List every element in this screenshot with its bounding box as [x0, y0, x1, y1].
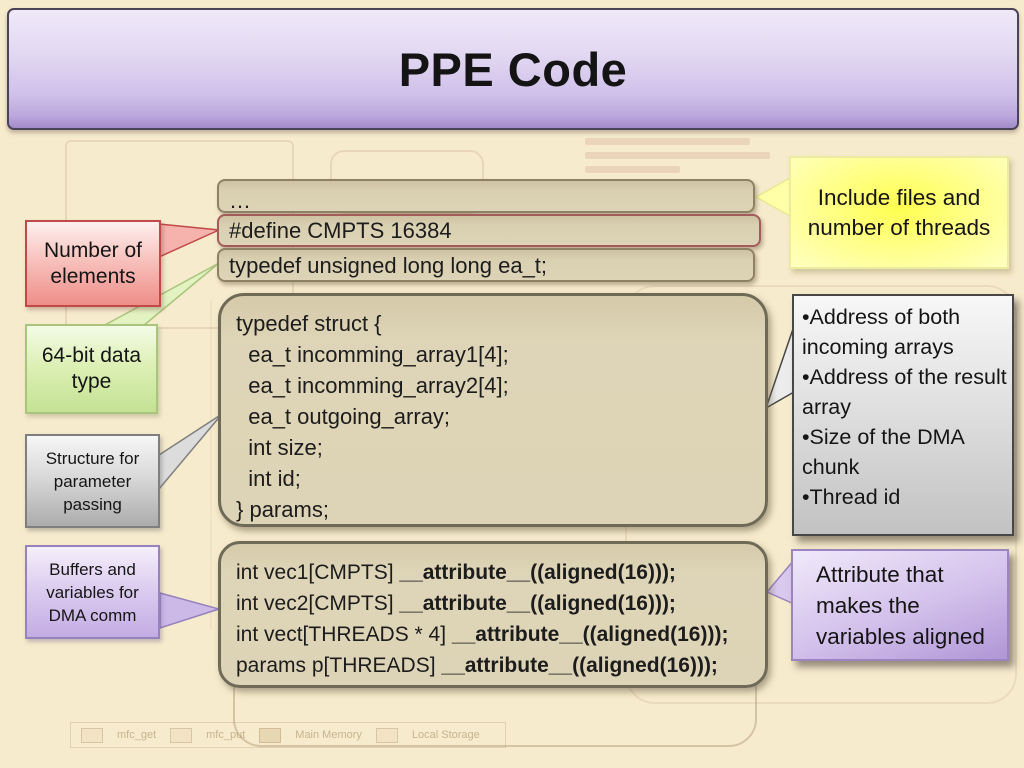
callout-bullet: •Thread id — [802, 485, 901, 509]
code-line: int vec1[CMPTS] __attribute__((aligned(1… — [236, 557, 759, 588]
title-banner: PPE Code — [7, 8, 1019, 130]
code-text: #define CMPTS 16384 — [229, 218, 452, 243]
callout-bullet: •Address of the result array — [802, 365, 1007, 419]
background-text-bar — [585, 152, 770, 159]
callout-attribute-aligned: Attribute that makes the variables align… — [791, 549, 1009, 661]
callout-number-of-elements: Number of elements — [25, 220, 161, 307]
code-line: ea_t incomming_array2[4]; — [236, 373, 509, 398]
tail-include-files — [754, 176, 791, 218]
code-text: params p[THREADS] — [236, 654, 442, 677]
code-line: int vect[THREADS * 4] __attribute__((ali… — [236, 619, 759, 650]
code-text: typedef unsigned long long ea_t; — [229, 252, 548, 278]
code-line: ea_t outgoing_array; — [236, 404, 451, 429]
code-line: ea_t incomming_array1[4]; — [236, 342, 509, 367]
legend-label: Local Storage — [411, 729, 480, 741]
code-line: } params; — [236, 497, 329, 522]
code-line: typedef struct { — [236, 311, 382, 336]
background-legend: mfc_get mfc_put Main Memory Local Storag… — [70, 722, 506, 748]
tail-structure-for-params — [158, 413, 223, 492]
code-line: int size; — [236, 435, 323, 460]
legend-chip — [81, 727, 103, 743]
callout-text: Number of elements — [43, 238, 143, 288]
callout-text: Buffers and variables for DMA comm — [46, 559, 139, 625]
legend-chip — [375, 727, 398, 743]
background-line — [210, 300, 212, 630]
background-text-bar — [585, 138, 750, 145]
code-text-bold: __attribute__((aligned(16))); — [399, 561, 676, 584]
callout-text: Structure for parameter passing — [45, 448, 140, 514]
code-box-attributes: int vec1[CMPTS] __attribute__((aligned(1… — [218, 541, 768, 688]
code-line: int vec2[CMPTS] __attribute__((aligned(1… — [236, 588, 759, 619]
legend-label: mfc_put — [206, 729, 246, 741]
code-text: int vect[THREADS * 4] — [236, 623, 452, 646]
code-box-define: #define CMPTS 16384 — [217, 214, 761, 247]
code-box-typedef: typedef unsigned long long ea_t; — [217, 248, 755, 282]
code-box-struct: typedef struct { ea_t incomming_array1[4… — [218, 293, 768, 527]
code-text-bold: __attribute__((aligned(16))); — [399, 592, 676, 615]
code-text: int vec1[CMPTS] — [236, 561, 400, 584]
background-text-bar — [585, 166, 680, 173]
page-title: PPE Code — [398, 42, 628, 96]
callout-64bit-data-type: 64-bit data type — [25, 324, 158, 414]
legend-label: Main Memory — [295, 729, 362, 741]
callout-bullet: •Size of the DMA chunk — [802, 425, 964, 479]
callout-text: Include files and number of threads — [807, 184, 991, 240]
legend-label: mfc_get — [117, 729, 157, 741]
callout-text: 64-bit data type — [41, 344, 142, 393]
legend-chip — [259, 727, 282, 743]
code-text: … — [229, 188, 251, 213]
callout-bullet: •Address of both incoming arrays — [802, 305, 961, 359]
callout-buffers-dma: Buffers and variables for DMA comm — [25, 545, 160, 639]
callout-struct-contents: •Address of both incoming arrays •Addres… — [792, 294, 1014, 536]
callout-text: Attribute that makes the variables align… — [816, 561, 985, 649]
code-line: int id; — [236, 466, 301, 491]
callout-structure-for-params: Structure for parameter passing — [25, 434, 160, 528]
code-line: params p[THREADS] __attribute__((aligned… — [236, 650, 759, 681]
callout-include-files: Include files and number of threads — [789, 156, 1009, 269]
code-text-bold: __attribute__((aligned(16))); — [451, 623, 729, 646]
code-text: int vec2[CMPTS] — [236, 592, 400, 615]
code-text-bold: __attribute__((aligned(16))); — [441, 654, 718, 677]
code-box-ellipsis: … — [217, 179, 755, 213]
legend-chip — [170, 727, 193, 743]
